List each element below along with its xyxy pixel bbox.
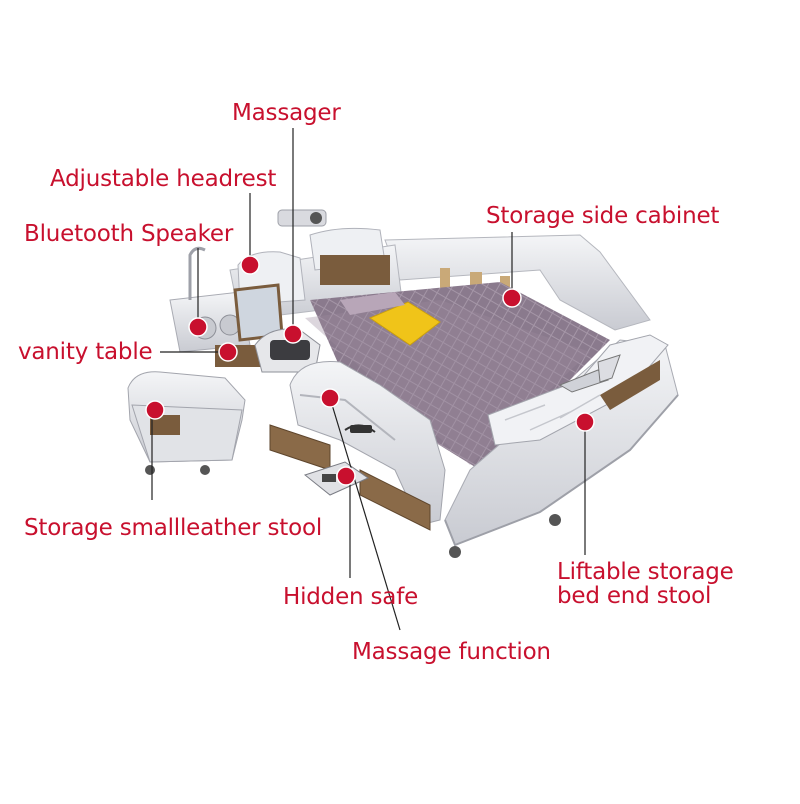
pillow [368, 301, 441, 346]
laptop [558, 369, 609, 393]
callout-dot-vanity-table [218, 342, 238, 362]
leader-lines [151, 128, 586, 631]
label-hidden-safe: Hidden safe [283, 584, 419, 610]
callout-dot-adjustable-headrest [240, 255, 260, 275]
callout-dot-bluetooth-speaker [188, 317, 208, 337]
label-massager: Massager [232, 100, 341, 126]
reading-lamp [188, 246, 206, 300]
callout-dot-storage-side-cabinet [502, 288, 522, 308]
bed-foot [449, 546, 461, 558]
massager-lens [310, 212, 322, 224]
label-storage-side-cabinet: Storage side cabinet [486, 203, 720, 229]
remote-control [350, 425, 372, 433]
label-vanity-table: vanity table [18, 339, 153, 365]
callout-dots [145, 255, 595, 486]
bed-foot [549, 514, 561, 526]
stool-foot [145, 465, 155, 475]
label-massage-function: Massage function [352, 639, 551, 665]
callout-dot-liftable-storage [575, 412, 595, 432]
pillow-purple [340, 292, 405, 315]
label-adjustable-headrest: Adjustable headrest [50, 166, 277, 192]
stool-foot [200, 465, 210, 475]
mattress [310, 282, 610, 470]
callout-dot-storage-stool [145, 400, 165, 420]
stool-storage [150, 415, 180, 435]
label-storage-stool: Storage smallleather stool [24, 515, 323, 541]
label-liftable-storage-line1: Liftable storage [557, 559, 734, 585]
callout-dot-massager [283, 324, 303, 344]
callout-dot-hidden-safe [336, 466, 356, 486]
label-liftable-storage-line2: bed end stool [557, 583, 712, 609]
label-bluetooth-speaker: Bluetooth Speaker [24, 221, 234, 247]
massager-pad [270, 340, 310, 360]
laptop-screen [597, 354, 621, 383]
callout-dot-massage-function [320, 388, 340, 408]
storage-drawer-right [359, 469, 431, 531]
headboard-shelf [320, 255, 390, 285]
safe-keypad [322, 474, 336, 482]
stool-storage-cavity [600, 360, 660, 410]
hidden-safe-box [303, 461, 370, 496]
